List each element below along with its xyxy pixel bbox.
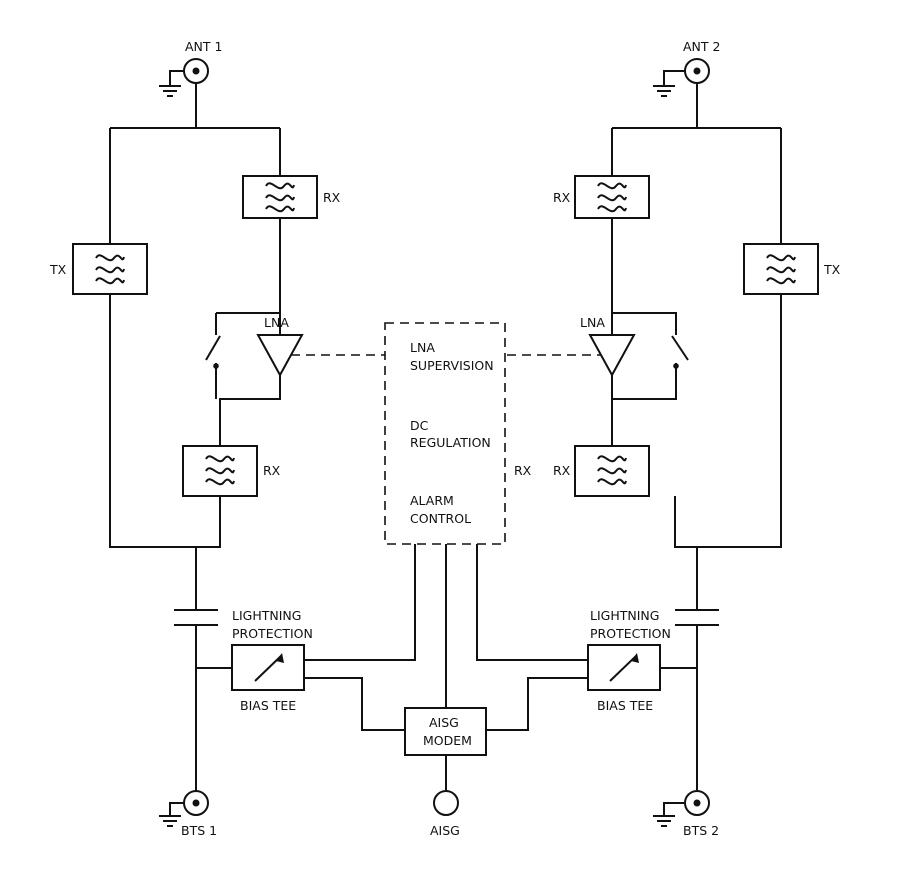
ground-icon — [652, 815, 676, 827]
rx-filter-top-left — [242, 175, 318, 219]
ground-icon — [652, 85, 676, 97]
lna-right — [588, 334, 636, 378]
rx-top-left-label: RX — [323, 190, 341, 205]
surge-arrestor-icon — [631, 653, 639, 663]
tx-left-label: TX — [49, 262, 67, 277]
bts2-label: BTS 2 — [683, 823, 719, 838]
bypass-switch-right — [671, 335, 689, 369]
rx-center-label: RX — [514, 463, 532, 478]
bias-tee-left — [231, 644, 305, 691]
center-section: LNA SUPERVISION DC REGULATION ALARM CONT… — [291, 322, 601, 838]
rx-filter-bottom-right — [574, 445, 650, 497]
lightning-left-label-1: LIGHTNING — [232, 608, 301, 623]
ant2-connector — [652, 58, 710, 97]
modem-label-1: AISG — [429, 715, 459, 730]
bias-tee-left-label: BIAS TEE — [240, 698, 296, 713]
lightning-left-label-2: PROTECTION — [232, 626, 313, 641]
rx-filter-bottom-left — [182, 445, 258, 497]
modem-label-2: MODEM — [423, 733, 472, 748]
bias-tee-right-label: BIAS TEE — [597, 698, 653, 713]
bts1-connector — [158, 790, 209, 827]
ground-icon — [158, 85, 182, 97]
aisg-port-label: AISG — [430, 823, 460, 838]
tx-filter-left — [72, 243, 148, 295]
ant1-connector — [158, 58, 209, 97]
tx-right-label: TX — [823, 262, 841, 277]
rx-bottom-right-label: RX — [553, 463, 571, 478]
aisg-connector — [433, 790, 459, 816]
left-branch: ANT 1 RX TX LNA RX LIGHTNING PRO — [49, 39, 341, 838]
rx-top-right-label: RX — [553, 190, 571, 205]
lna-right-label: LNA — [580, 315, 605, 330]
dc-label-2: REGULATION — [410, 435, 491, 450]
right-branch: ANT 2 RX TX LNA RX LIGHTNING PRO — [553, 39, 841, 838]
alarm-label-2: CONTROL — [410, 511, 471, 526]
bypass-switch-left — [205, 335, 221, 369]
lightning-right-label-2: PROTECTION — [590, 626, 671, 641]
tx-filter-right — [743, 243, 819, 295]
dc-label-1: DC — [410, 418, 429, 433]
rx-filter-top-right — [574, 175, 650, 219]
lightning-right-label-1: LIGHTNING — [590, 608, 659, 623]
supervision-label-1: LNA — [410, 340, 435, 355]
aisg-modem — [404, 707, 487, 756]
supervision-label-2: SUPERVISION — [410, 358, 494, 373]
bts2-connector — [652, 790, 710, 827]
bts1-label: BTS 1 — [181, 823, 217, 838]
capacitor-right — [675, 609, 719, 626]
lna-left-label: LNA — [264, 315, 289, 330]
rx-bottom-left-label: RX — [263, 463, 281, 478]
surge-arrestor-icon — [276, 653, 284, 663]
alarm-label-1: ALARM — [410, 493, 454, 508]
ant2-label: ANT 2 — [683, 39, 720, 54]
ant1-label: ANT 1 — [185, 39, 222, 54]
control-unit — [384, 322, 506, 545]
ground-icon — [158, 815, 182, 827]
capacitor-left — [174, 609, 218, 626]
bias-tee-right — [587, 644, 661, 691]
